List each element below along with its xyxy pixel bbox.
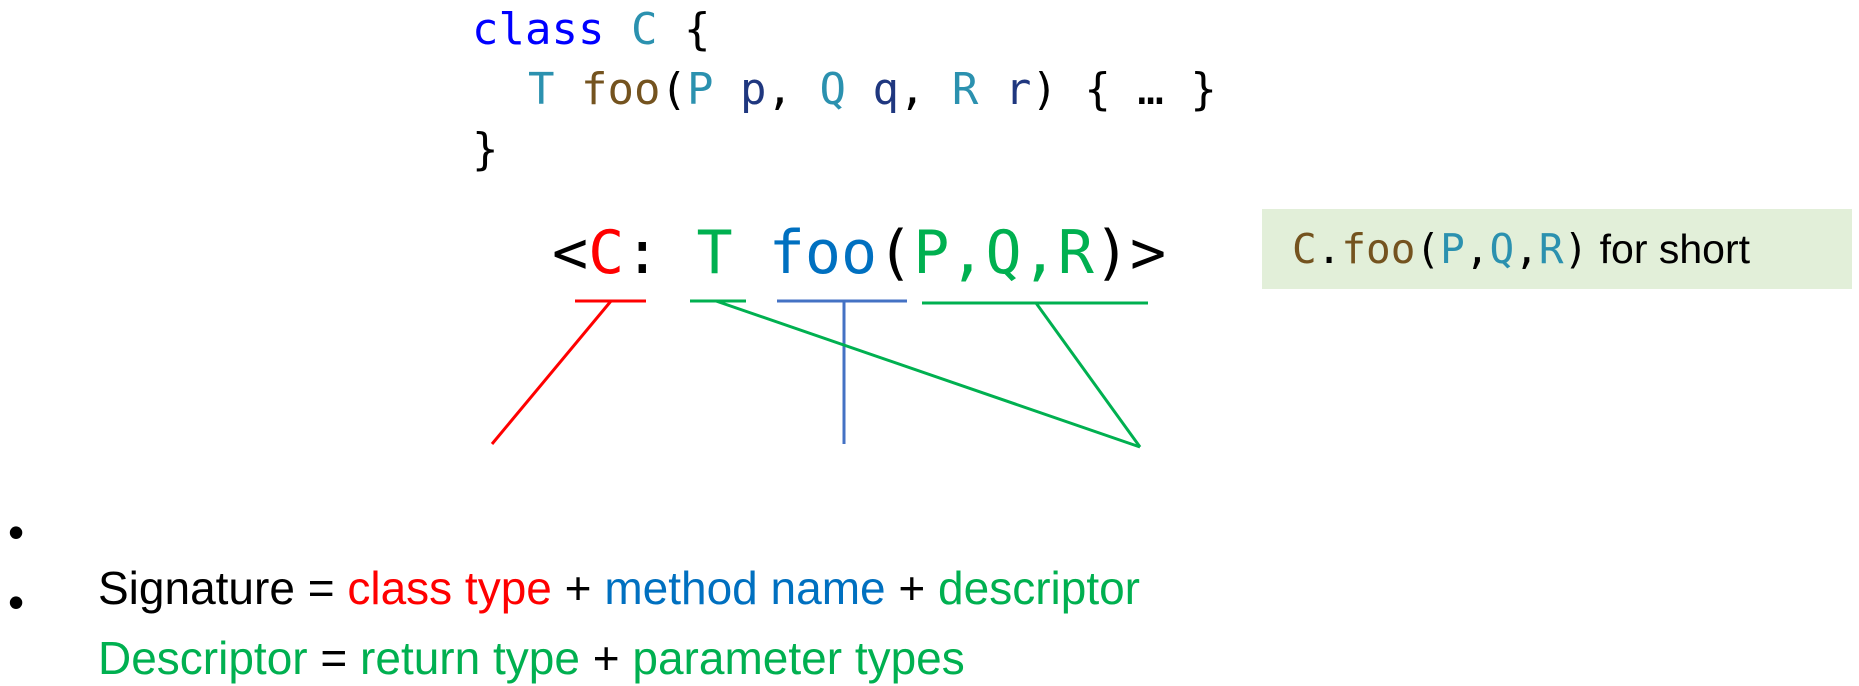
keyword-class: class	[472, 4, 605, 55]
return-connector	[715, 299, 1141, 449]
param-name-q: q	[845, 64, 899, 115]
class-connector	[490, 300, 613, 445]
bullet-descriptor: • Descriptor = return type + parameter t…	[8, 576, 965, 684]
param-type-r: R	[951, 64, 979, 115]
connector-lines	[490, 299, 1148, 449]
sig-return-type: T	[696, 218, 733, 288]
short-form-box: C.foo(P,Q,R) for short	[1262, 209, 1852, 289]
param-name-p: p	[713, 64, 767, 115]
code-line-1: class C {	[472, 4, 711, 55]
method-signature: <C: T foo(P,Q,R)>	[552, 218, 1167, 288]
bullet-dot: •	[8, 576, 25, 628]
return-type: T	[528, 64, 555, 115]
class-name: C	[630, 4, 658, 55]
short-suffix: for short	[1588, 225, 1751, 272]
code-line-3: }	[472, 124, 499, 175]
sig-method-name: foo	[768, 218, 878, 288]
params-connector	[1034, 302, 1142, 448]
bullet-dot: •	[8, 506, 25, 558]
method-name: foo	[581, 64, 661, 115]
param-name-r: r	[978, 64, 1032, 115]
sig-class: C	[588, 218, 625, 288]
param-type-p: P	[686, 64, 714, 115]
code-line-2: T foo(P p, Q q, R r) { … }	[528, 64, 1217, 115]
param-type-q: Q	[819, 64, 846, 115]
sig-params: P,Q,R	[913, 218, 1094, 288]
short-method: foo	[1341, 225, 1416, 273]
short-class: C	[1292, 225, 1317, 273]
